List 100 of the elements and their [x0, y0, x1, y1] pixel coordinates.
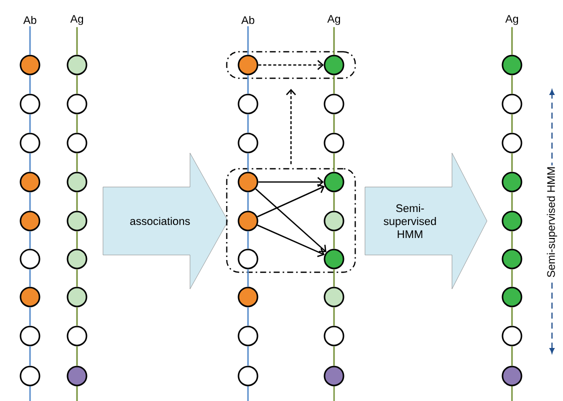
state-circle — [238, 172, 258, 192]
track-line — [511, 346, 513, 366]
arrow — [286, 88, 296, 164]
state-circle — [502, 94, 522, 114]
track-line — [247, 346, 249, 366]
track-line — [511, 307, 513, 326]
track-line — [76, 114, 78, 133]
state-circle — [238, 248, 258, 270]
group-box — [226, 51, 356, 79]
track-line — [76, 269, 78, 287]
track-line — [247, 153, 249, 172]
track-line — [76, 346, 78, 366]
track-line — [76, 231, 78, 249]
axis-label: Semi-supervised HMM — [546, 165, 558, 279]
state-circle — [502, 326, 522, 346]
state-circle — [324, 132, 344, 154]
state-circle — [238, 132, 258, 154]
state-circle — [324, 286, 344, 308]
track-line — [511, 269, 513, 287]
column-header: Ab — [23, 16, 36, 24]
state-circle — [20, 286, 40, 308]
state-circle — [66, 248, 88, 270]
track-line — [333, 231, 335, 249]
track-line — [511, 75, 513, 94]
track-line — [247, 75, 249, 94]
column-header: Ag — [70, 15, 84, 25]
arrow — [257, 184, 325, 218]
track-line — [511, 153, 513, 172]
track-line — [511, 231, 513, 249]
state-circle — [502, 54, 522, 76]
track-line — [29, 269, 31, 287]
state-circle — [20, 248, 40, 270]
arrow — [258, 177, 324, 187]
track-line — [76, 75, 78, 94]
state-circle — [20, 94, 40, 114]
track-line — [76, 153, 78, 172]
state-circle — [238, 54, 258, 76]
state-circle — [502, 210, 522, 232]
state-circle — [20, 326, 40, 346]
state-circle — [66, 210, 88, 232]
track-line — [29, 114, 31, 133]
track-line — [29, 192, 31, 211]
state-circle — [324, 248, 344, 270]
state-circle — [502, 366, 522, 386]
track-line — [333, 269, 335, 287]
track-line — [333, 307, 335, 326]
state-circle — [502, 286, 522, 308]
track-line — [511, 114, 513, 133]
track-line — [247, 307, 249, 326]
state-circle — [324, 366, 344, 386]
track-line — [333, 346, 335, 366]
column-header: Ag — [327, 15, 340, 25]
track-line — [333, 75, 335, 94]
track-line — [247, 26, 249, 55]
state-circle — [238, 94, 258, 114]
track-line — [511, 27, 513, 55]
column-header: Ab — [241, 16, 254, 24]
state-circle — [20, 54, 40, 76]
state-circle — [238, 286, 258, 308]
state-circle — [324, 54, 344, 76]
state-circle — [20, 172, 40, 192]
arrow — [257, 224, 325, 258]
state-circle — [324, 326, 344, 346]
track-line — [29, 346, 31, 366]
track-line — [29, 231, 31, 249]
track-line — [247, 231, 249, 249]
state-circle — [20, 366, 40, 386]
state-circle — [502, 248, 522, 270]
track-line — [76, 307, 78, 326]
track-line — [76, 27, 78, 55]
track-line — [29, 153, 31, 172]
track-line — [247, 269, 249, 287]
group-box — [226, 168, 356, 273]
state-circle — [324, 172, 344, 192]
state-circle — [324, 210, 344, 232]
state-circle — [66, 326, 88, 346]
track-line — [76, 192, 78, 211]
state-circle — [238, 326, 258, 346]
state-circle — [20, 210, 40, 232]
state-circle — [324, 94, 344, 114]
track-line — [511, 192, 513, 211]
column-header: Ag — [505, 15, 518, 25]
state-circle — [502, 132, 522, 154]
arrow — [255, 188, 326, 252]
state-circle — [66, 366, 88, 386]
track-line — [29, 307, 31, 326]
state-circle — [238, 366, 258, 386]
track-line — [29, 26, 31, 55]
state-circle — [66, 286, 88, 308]
state-circle — [238, 210, 258, 232]
arrow — [258, 60, 324, 70]
state-circle — [66, 132, 88, 154]
track-line — [333, 114, 335, 133]
state-circle — [66, 172, 88, 192]
track-line — [333, 27, 335, 55]
state-circle — [502, 172, 522, 192]
state-circle — [66, 94, 88, 114]
state-circle — [66, 54, 88, 76]
track-line — [29, 75, 31, 94]
track-line — [247, 192, 249, 211]
